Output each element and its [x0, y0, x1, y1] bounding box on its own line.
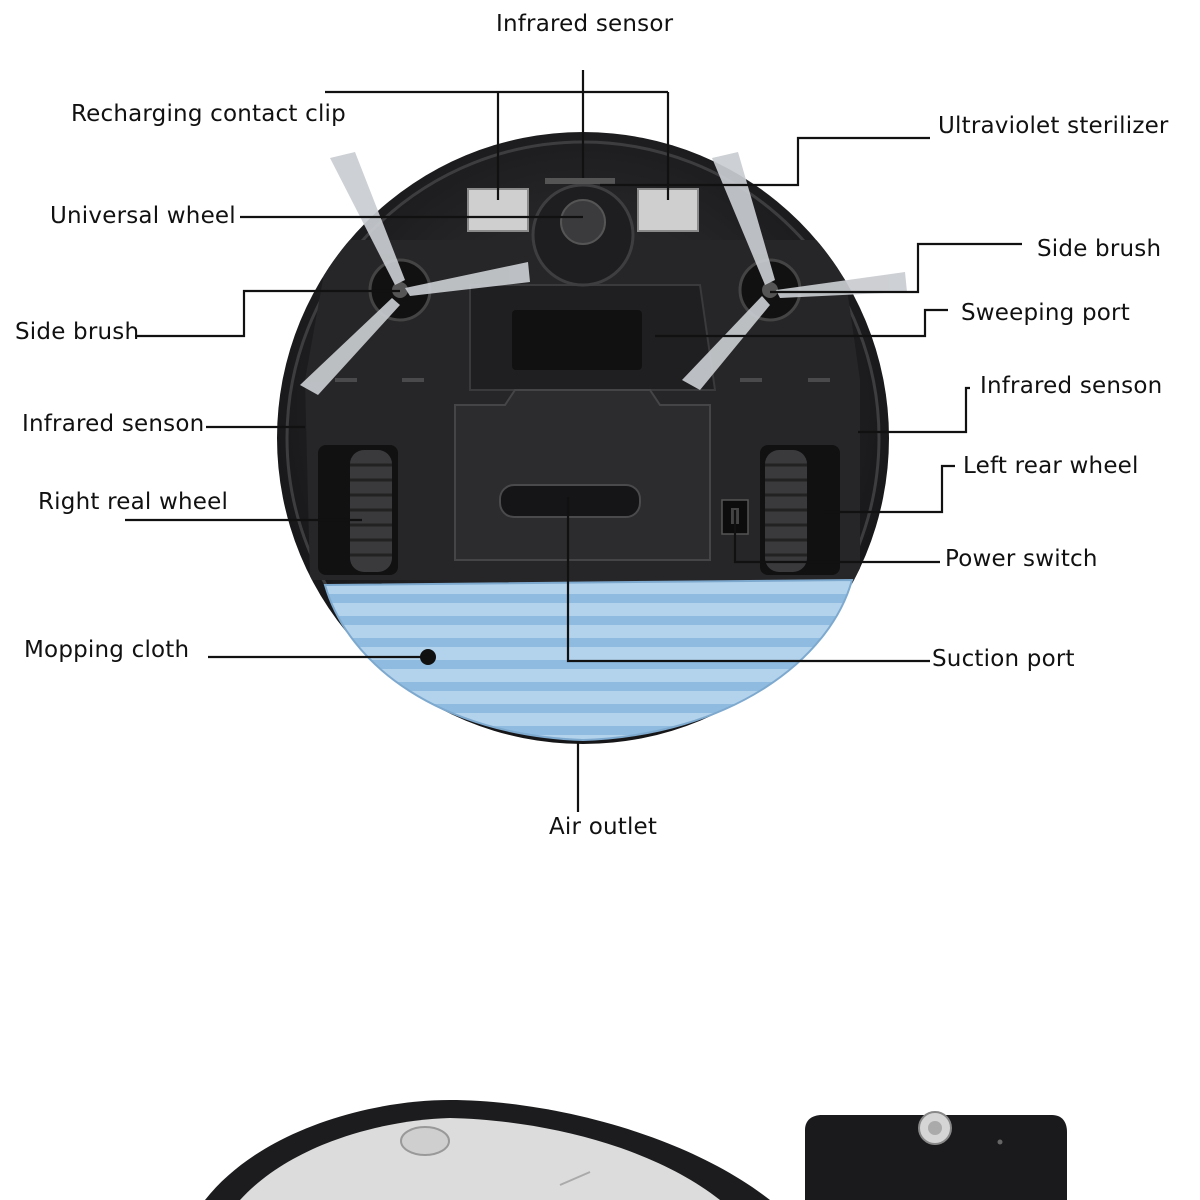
label-left-rear-wheel: Left rear wheel	[963, 453, 1139, 479]
robot-top-preview	[205, 1100, 770, 1200]
label-infrared-senson-right: Infrared senson	[980, 373, 1163, 399]
label-mopping-cloth: Mopping cloth	[24, 637, 190, 663]
label-power-switch: Power switch	[945, 546, 1098, 572]
charging-dock	[805, 1111, 1067, 1200]
label-air-outlet: Air outlet	[549, 814, 658, 840]
label-side-brush-right: Side brush	[1037, 236, 1162, 262]
label-ultraviolet-sterilizer: Ultraviolet sterilizer	[938, 113, 1169, 139]
label-right-real-wheel: Right real wheel	[38, 489, 229, 515]
label-recharging-contact-clip: Recharging contact clip	[71, 101, 346, 127]
leader-lines	[125, 70, 1022, 812]
label-suction-port: Suction port	[932, 646, 1075, 672]
label-side-brush-left: Side brush	[15, 319, 140, 345]
label-infrared-sensor-top: Infrared sensor	[496, 11, 674, 37]
label-sweeping-port: Sweeping port	[961, 300, 1130, 326]
label-universal-wheel: Universal wheel	[50, 203, 236, 229]
label-infrared-senson-left: Infrared senson	[22, 411, 205, 437]
